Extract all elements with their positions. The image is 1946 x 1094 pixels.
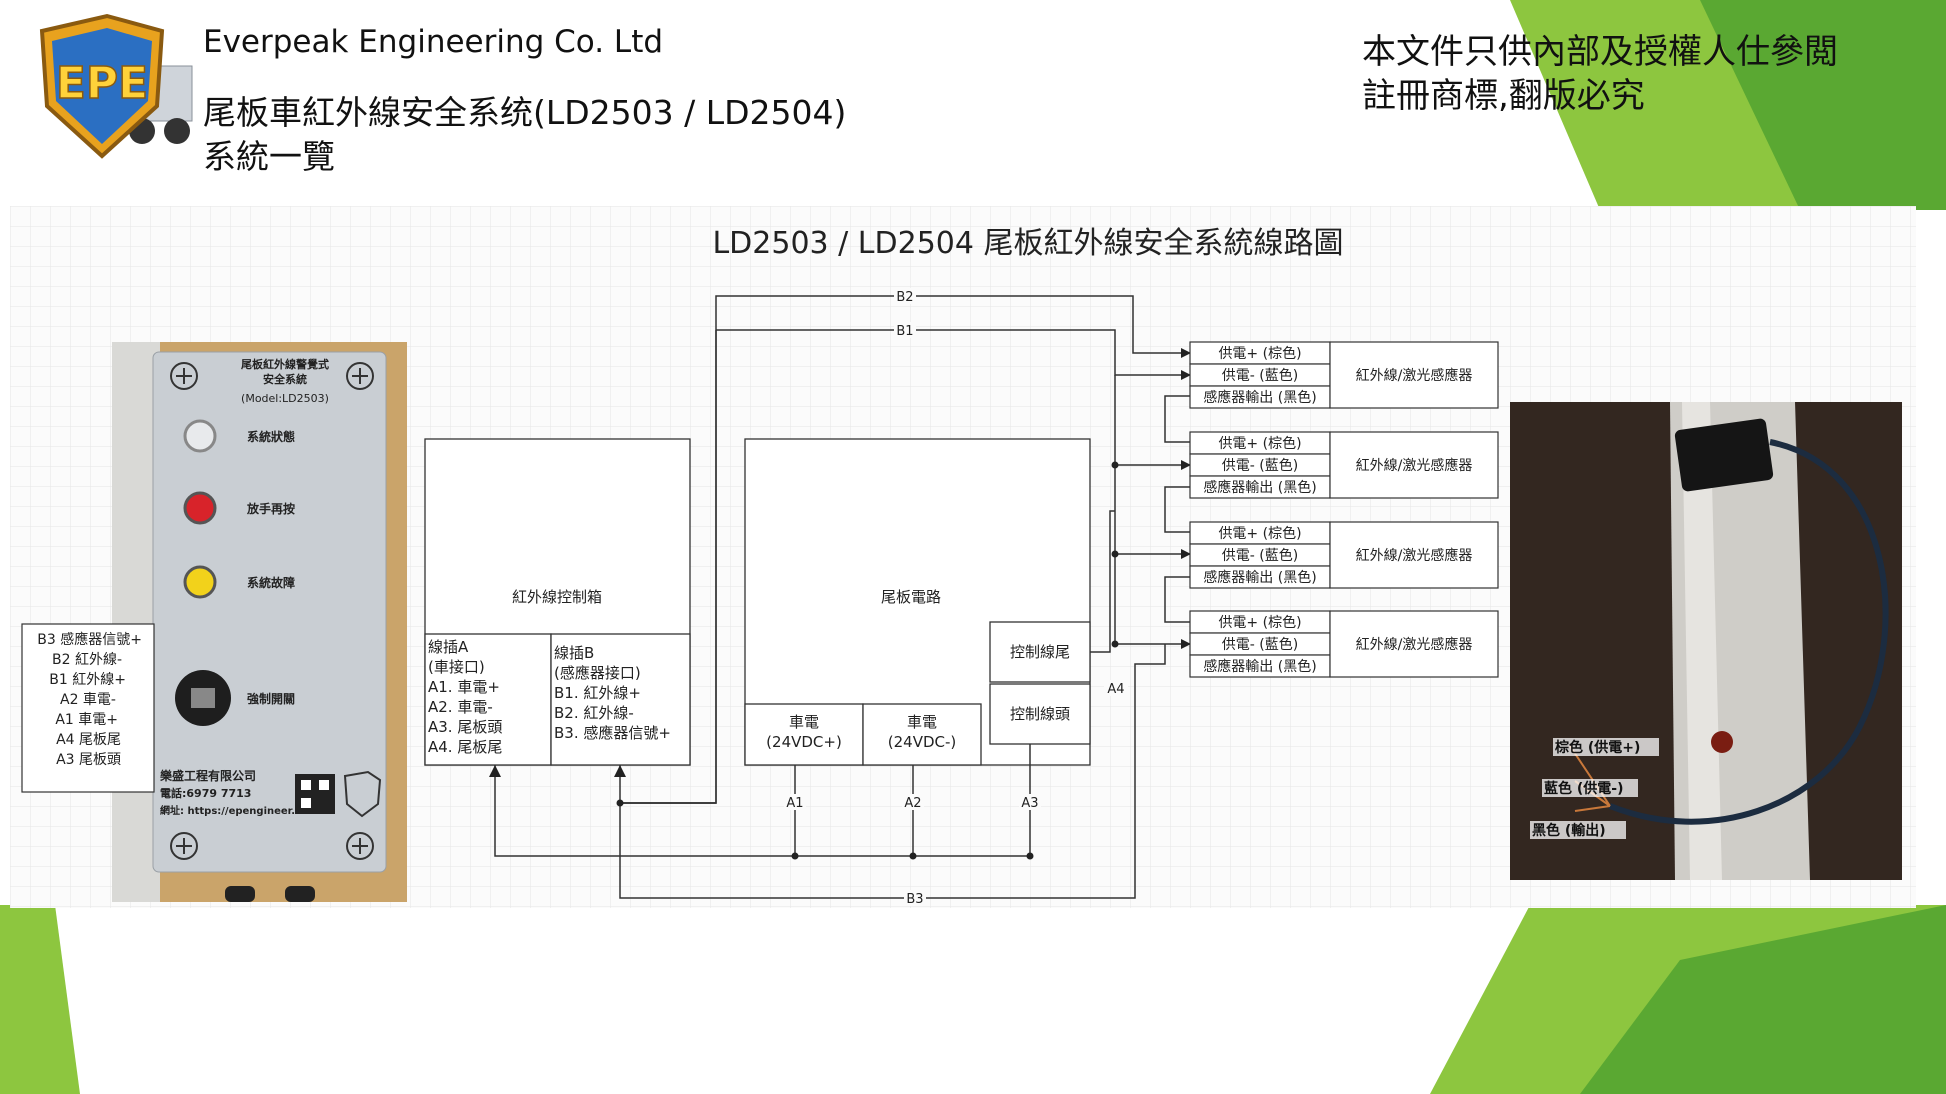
plug-b-line: 線插B <box>554 644 594 662</box>
plug-b-box <box>550 633 691 766</box>
photo-label-blue: 藍色 (供電-) <box>1544 780 1623 797</box>
supply-positive-label: 供電+ (棕色) <box>1218 614 1301 631</box>
wire-label-a3: A3 <box>1021 796 1038 811</box>
control-box-title: 紅外線控制箱 <box>512 588 602 606</box>
notice-line-1: 本文件只供內部及授權人仕參閲 <box>1362 32 1838 72</box>
legend-a1: A1 車電+ <box>55 711 118 728</box>
svg-text:EPE: EPE <box>56 58 148 109</box>
plug-a-line: A2. 車電- <box>428 698 493 716</box>
device-panel-photo: 尾板紅外線警覺式 安全系統 (Model:LD2503) 系統狀態 放手再按 系… <box>112 342 407 902</box>
supply-negative-label: 供電- (藍色) <box>1222 457 1298 474</box>
photo-label-black: 黑色 (輸出) <box>1532 822 1606 839</box>
plug-a-line: A3. 尾板頭 <box>428 718 502 736</box>
panel-label-line3: (Model:LD2503) <box>241 392 329 405</box>
sensor-photo: 棕色 (供電+) 藍色 (供電-) 黑色 (輸出) <box>1510 402 1902 880</box>
control-head-box <box>989 683 1091 745</box>
sensor-output-label: 感應器輸出 (黑色) <box>1203 389 1316 406</box>
power-positive-label: 車電 <box>789 713 819 731</box>
wire-label-a2: A2 <box>904 796 921 811</box>
indicator-fault-label: 系統故障 <box>247 575 295 590</box>
legend-b1: B1 紅外線+ <box>49 672 126 688</box>
supply-positive-label: 供電+ (棕色) <box>1218 345 1301 362</box>
sensor-name-label: 紅外線/激光感應器 <box>1356 367 1473 384</box>
power-negative-voltage: (24VDC-) <box>888 733 957 751</box>
green-corner-bottom-left <box>0 905 80 1094</box>
control-head-label: 控制線頭 <box>1010 705 1070 723</box>
supply-negative-label: 供電- (藍色) <box>1222 367 1298 384</box>
legend-b2: B2 紅外線- <box>52 652 122 668</box>
plug-b-line: B3. 感應器信號+ <box>554 724 671 742</box>
legend-a2: A2 車電- <box>60 691 116 708</box>
legend-b3: B3 感應器信號+ <box>37 631 142 648</box>
company-name: Everpeak Engineering Co. Ltd <box>203 24 664 60</box>
plug-a-line: A4. 尾板尾 <box>428 738 502 756</box>
panel-label-line1: 尾板紅外線警覺式 <box>240 357 329 371</box>
wire-label-b1: B1 <box>896 324 913 339</box>
document-subtitle: 系統一覽 <box>203 137 335 176</box>
sensor-block-3: 供電+ (棕色) 供電- (藍色) 感應器輸出 (黑色) 紅外線/激光感應器 <box>1189 521 1499 589</box>
left-legend: B3 感應器信號+ B2 紅外線- B1 紅外線+ A2 車電- A1 車電+ … <box>21 623 155 793</box>
plug-b-line: B2. 紅外線- <box>554 704 634 722</box>
sensor-name-label: 紅外線/激光感應器 <box>1356 636 1473 653</box>
control-tail-box <box>989 621 1091 683</box>
legend-a4: A4 尾板尾 <box>56 732 121 748</box>
plug-a-line: A1. 車電+ <box>428 678 500 696</box>
indicator-release-label: 放手再按 <box>246 501 295 516</box>
epe-logo: EPE <box>39 13 193 159</box>
release-indicator-light <box>183 491 217 525</box>
legend-a3: A3 尾板頭 <box>56 752 121 768</box>
sensor-block-4: 供電+ (棕色) 供電- (藍色) 感應器輸出 (黑色) 紅外線/激光感應器 <box>1189 610 1499 678</box>
power-positive-voltage: (24VDC+) <box>766 733 842 751</box>
wire-junction-dots <box>616 461 1119 860</box>
supply-positive-label: 供電+ (棕色) <box>1218 435 1301 452</box>
sensor-block-2: 供電+ (棕色) 供電- (藍色) 感應器輸出 (黑色) 紅外線/激光感應器 <box>1189 431 1499 499</box>
panel-logo-shield <box>343 770 382 818</box>
photo-label-brown: 棕色 (供電+) <box>1554 739 1640 756</box>
wire-label-a1: A1 <box>786 796 803 811</box>
wire-label-a4: A4 <box>1107 682 1124 697</box>
wiring-diagram: LD2503 / LD2504 尾板紅外線安全系統線路圖 尾板紅外線警覺式 安全… <box>10 206 1916 908</box>
wire-labels: B2 B1 B3 A1 A2 A3 A4 <box>784 288 1128 907</box>
indicator-status-label: 系統狀態 <box>247 429 295 444</box>
wire-arrowheads-upward <box>489 765 626 777</box>
tail-circuit-title: 尾板電路 <box>881 588 941 606</box>
wire-label-b2: B2 <box>896 290 913 305</box>
panel-company-name: 樂盛工程有限公司 <box>159 768 256 783</box>
status-indicator-light <box>183 419 217 453</box>
wire-label-b3: B3 <box>906 892 923 907</box>
green-corner-bottom-right-dark <box>1580 905 1946 1094</box>
panel-phone: 電話:6979 7713 <box>160 786 251 800</box>
fault-indicator-light <box>183 565 217 599</box>
plug-b-line: (感應器接口) <box>554 664 641 682</box>
plug-a-line: 線插A <box>428 638 469 656</box>
tail-circuit: 尾板電路 車電 (24VDC+) 車電 (24VDC-) 控制線尾 控制線頭 <box>744 438 1091 766</box>
supply-negative-label: 供電- (藍色) <box>1222 636 1298 653</box>
power-negative-box <box>862 703 982 766</box>
supply-negative-label: 供電- (藍色) <box>1222 547 1298 564</box>
control-tail-label: 控制線尾 <box>1010 643 1070 661</box>
power-positive-box <box>744 703 864 766</box>
power-negative-label: 車電 <box>907 713 937 731</box>
sensor-output-label: 感應器輸出 (黑色) <box>1203 569 1316 586</box>
plug-a-line: (車接口) <box>428 658 485 676</box>
supply-positive-label: 供電+ (棕色) <box>1218 525 1301 542</box>
switch-label: 強制開關 <box>247 691 295 706</box>
plug-b-line: B1. 紅外線+ <box>554 684 641 702</box>
panel-label-line2: 安全系統 <box>263 372 307 386</box>
green-corner-top-right-dark <box>1700 0 1946 210</box>
panel-website: 網址: https://epengineer.net <box>160 804 314 817</box>
sensor-output-label: 感應器輸出 (黑色) <box>1203 479 1316 496</box>
sensor-block-1: 供電+ (棕色) 供電- (藍色) 感應器輸出 (黑色) 紅外線/激光感應器 <box>1189 341 1499 409</box>
sensor-output-label: 感應器輸出 (黑色) <box>1203 658 1316 675</box>
control-box: 紅外線控制箱 線插A (車接口) A1. 車電+ A2. 車電- A3. 尾板頭… <box>424 438 691 766</box>
notice-line-2: 註冊商標,翻版必究 <box>1362 76 1645 116</box>
diagram-title: LD2503 / LD2504 尾板紅外線安全系統線路圖 <box>712 226 1343 261</box>
wires <box>494 295 1200 899</box>
document-title: 尾板車紅外線安全系统(LD2503 / LD2504) <box>203 93 847 132</box>
sensor-name-label: 紅外線/激光感應器 <box>1356 457 1473 474</box>
sensor-name-label: 紅外線/激光感應器 <box>1356 547 1473 564</box>
